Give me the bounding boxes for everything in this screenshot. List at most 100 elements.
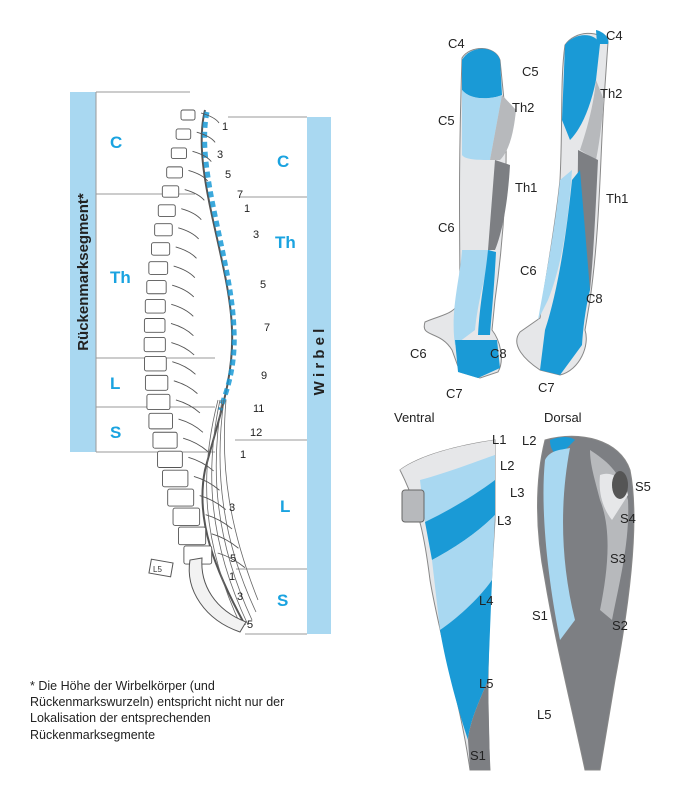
vertebra-number: 3 <box>237 591 243 603</box>
derm-label: C8 <box>586 291 603 306</box>
vertebral-body <box>144 356 166 371</box>
footnote: * Die Höhe der Wirbelkörper (und Rückenm… <box>30 678 295 743</box>
vertebra-label-th: Th <box>275 233 296 252</box>
derm-label: Th2 <box>600 86 622 101</box>
spinous-process <box>174 381 198 394</box>
derm-label: L1 <box>492 432 506 447</box>
arm-dorsal <box>517 30 609 375</box>
vertebra-number: 5 <box>260 279 266 291</box>
vertebral-body <box>151 243 169 255</box>
leg-dorsal-s5 <box>612 471 628 499</box>
vertebra-label-s: S <box>277 591 288 610</box>
derm-label: C8 <box>490 346 507 361</box>
vertebra-number: 3 <box>253 229 259 241</box>
segment-label-c: C <box>110 133 122 152</box>
vertebral-body <box>168 489 194 506</box>
derm-label: C6 <box>410 346 427 361</box>
spinous-process <box>178 228 198 239</box>
leg-heading-dorsal: Dorsal <box>544 410 582 425</box>
derm-label: S1 <box>470 748 486 763</box>
derm-label: C7 <box>446 386 463 401</box>
vertebra-number: 12 <box>250 427 262 439</box>
vertebra-label-l: L <box>280 497 290 516</box>
arm-ventral <box>424 48 516 378</box>
derm-label: C6 <box>520 263 537 278</box>
vertebra-number: 11 <box>253 403 264 415</box>
spinous-process <box>188 457 213 471</box>
segment-label-s: S <box>110 423 121 442</box>
vertebral-body <box>158 451 183 467</box>
vertebral-body <box>144 319 165 333</box>
derm-label: L5 <box>479 676 493 691</box>
vertebral-body <box>149 413 173 429</box>
vertebral-body <box>153 432 177 448</box>
leg-dorsal <box>538 436 635 770</box>
spinous-process <box>181 209 201 220</box>
vertebra-number: 1 <box>240 449 246 461</box>
derm-label: C4 <box>606 28 623 43</box>
derm-label: S5 <box>635 479 651 494</box>
vertebra-bar-title: W i r b e l <box>311 329 328 396</box>
derm-label: L4 <box>479 593 493 608</box>
spinous-process <box>174 266 195 278</box>
derm-label: L3 <box>497 513 511 528</box>
derm-label: S4 <box>620 511 636 526</box>
vertebra-number: 1 <box>229 571 235 583</box>
vertebra-number: 1 <box>244 203 250 215</box>
vertebral-body <box>144 337 165 351</box>
vertebral-body <box>173 508 200 525</box>
derm-label: C5 <box>522 64 539 79</box>
vertebral-body <box>145 300 165 314</box>
leg-ventral-tag <box>402 490 424 522</box>
spinous-process <box>185 190 205 201</box>
spinous-process <box>179 419 203 432</box>
vertebra-number: 5 <box>225 169 231 181</box>
spinous-process <box>171 343 194 355</box>
spinous-process <box>183 438 208 451</box>
derm-label: S2 <box>612 618 628 633</box>
vertebral-body <box>171 148 186 159</box>
vertebra-number: 1 <box>222 121 228 133</box>
vertebra-number: 5 <box>230 553 236 565</box>
vertebra-number: 3 <box>229 502 235 514</box>
segment-label-l: L <box>110 374 120 393</box>
derm-label: L3 <box>510 485 524 500</box>
segment-label-th: Th <box>110 268 131 287</box>
vertebra-number: 7 <box>264 322 270 334</box>
vertebral-body <box>178 527 205 545</box>
vertebra-number: 9 <box>261 370 267 382</box>
segment-bar-title: Rückenmarksegment* <box>75 193 92 351</box>
vertebral-body <box>149 262 168 275</box>
vertebral-body <box>176 129 191 139</box>
vertebra-number: 5 <box>247 619 253 631</box>
arm-ventral-c4 <box>462 49 502 99</box>
spinous-process <box>176 247 197 258</box>
derm-label: L2 <box>500 458 514 473</box>
vertebral-body <box>158 205 175 217</box>
leg-heading-ventral: Ventral <box>394 410 435 425</box>
derm-label: Th1 <box>606 191 628 206</box>
vertebral-body <box>155 224 173 236</box>
derm-label: C7 <box>538 380 555 395</box>
vertebral-body <box>162 186 178 197</box>
derm-label: L5 <box>537 707 551 722</box>
vertebral-body <box>163 470 188 487</box>
spinous-process <box>171 323 193 335</box>
vertebral-body <box>167 167 183 178</box>
vertebral-body <box>147 394 170 409</box>
spinous-process <box>172 285 194 297</box>
spine-section: Rückenmarksegment* C Th L S W i r b e l … <box>70 92 331 634</box>
derm-label: C4 <box>448 36 465 51</box>
l5-tag: L5 <box>153 565 162 574</box>
vertebral-body <box>181 110 195 120</box>
vertebral-body <box>147 281 166 294</box>
spinous-process <box>171 304 193 316</box>
vertebra-number: 7 <box>237 189 243 201</box>
derm-label: L2 <box>522 433 536 448</box>
derm-label: S3 <box>610 551 626 566</box>
spinous-process <box>176 400 200 413</box>
derm-label: Th2 <box>512 100 534 115</box>
vertebral-body <box>145 375 167 390</box>
derm-label: Th1 <box>515 180 537 195</box>
